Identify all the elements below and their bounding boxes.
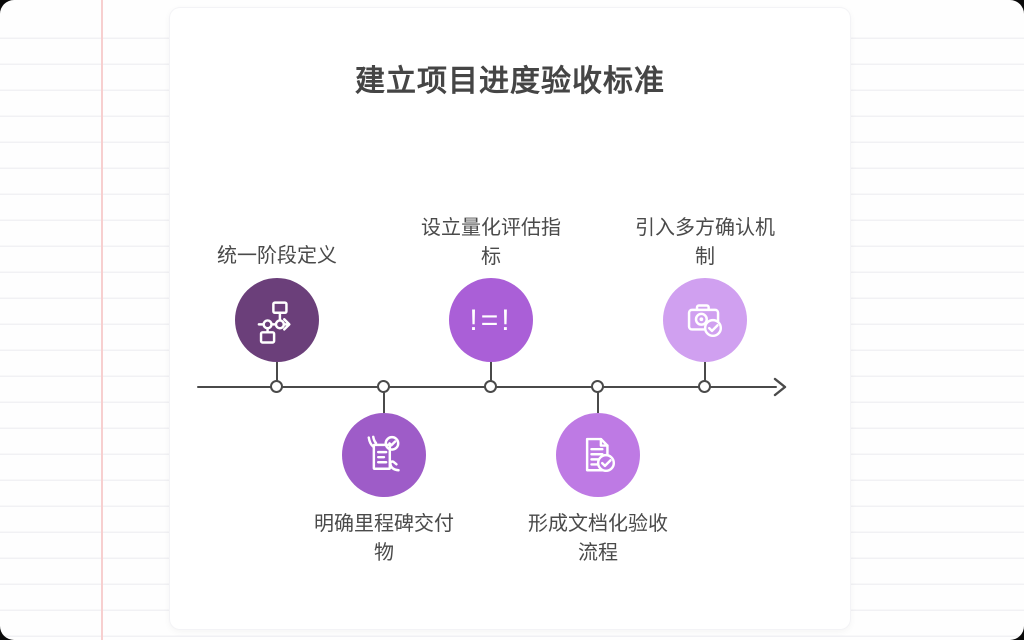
camera-check-icon bbox=[663, 278, 747, 362]
axis-dot bbox=[377, 380, 390, 393]
node-label: 形成文档化验收流程 bbox=[528, 513, 668, 564]
node-label: 明确里程碑交付物 bbox=[314, 513, 454, 564]
axis-dot bbox=[698, 380, 711, 393]
node-connector bbox=[704, 362, 706, 382]
document-check-icon bbox=[556, 413, 640, 497]
not-equal-icon: !=! bbox=[449, 278, 533, 362]
node-connector bbox=[276, 362, 278, 382]
node-connector bbox=[383, 392, 385, 413]
axis-dot bbox=[270, 380, 283, 393]
diagram-title: 建立项目进度验收标准 bbox=[355, 65, 665, 98]
node-label: 设立量化评估指标 bbox=[421, 217, 561, 268]
diagram-card: 建立项目进度验收标准 统一阶段定义 bbox=[170, 8, 850, 629]
checklist-hand-icon bbox=[342, 413, 426, 497]
svg-text:!=!: !=! bbox=[469, 304, 512, 337]
axis-dot bbox=[484, 380, 497, 393]
arrow-right-icon bbox=[773, 377, 787, 397]
node-connector bbox=[490, 362, 492, 382]
workflow-icon bbox=[235, 278, 319, 362]
node-connector bbox=[597, 392, 599, 413]
axis-dot bbox=[591, 380, 604, 393]
node-label: 统一阶段定义 bbox=[217, 245, 337, 267]
node-label: 引入多方确认机制 bbox=[635, 217, 775, 268]
